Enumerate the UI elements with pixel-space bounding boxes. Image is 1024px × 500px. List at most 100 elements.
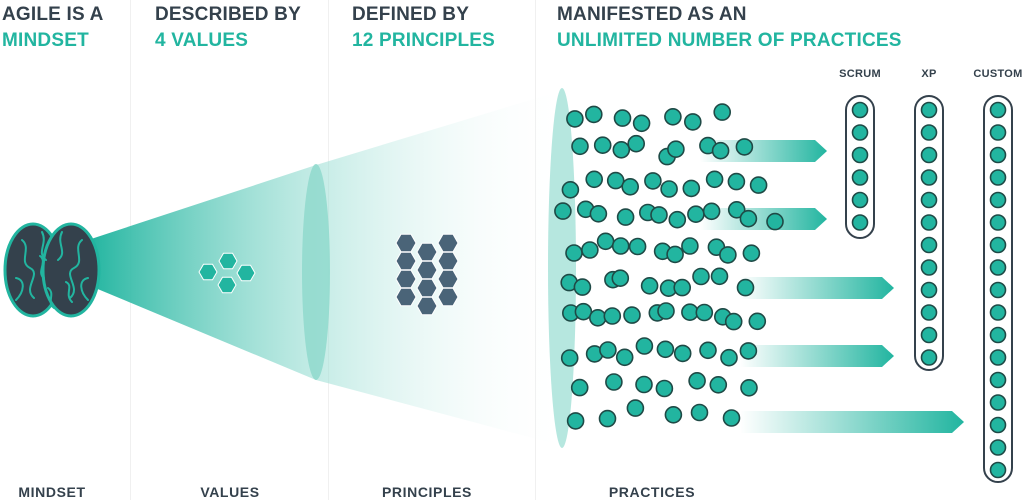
principle-hexagon-icon (416, 278, 438, 298)
arrow-xp-2 (740, 345, 894, 367)
practice-dot-icon (593, 136, 612, 154)
practice-dot-icon (681, 303, 699, 322)
principles-hexagon-grid (395, 233, 459, 316)
practice-dot-icon (664, 405, 683, 424)
practice-dot-icon (570, 378, 589, 397)
practice-dot-icon (687, 205, 705, 223)
practice-dot-icon (722, 409, 741, 427)
practice-dot-icon (727, 172, 746, 191)
principle-hexagon-icon (395, 287, 417, 307)
practice-dot-icon (719, 246, 737, 264)
practice-dot-icon (621, 178, 640, 196)
framework-label-scrum: SCRUM (839, 68, 881, 80)
framework-practice-dot-icon (920, 169, 938, 186)
practice-dot-icon (650, 206, 668, 224)
practice-dot-icon (695, 303, 714, 322)
principle-hexagon-icon (416, 296, 438, 316)
values-hexagon-cluster (198, 252, 256, 294)
practice-dot-icon (573, 278, 592, 296)
framework-label-xp: XP (921, 68, 937, 80)
practice-dot-icon (616, 208, 635, 226)
practice-dot-icon (571, 137, 589, 156)
framework-practice-dot-icon (851, 191, 869, 209)
principle-hexagon-icon (395, 269, 417, 289)
practice-dot-icon (584, 105, 603, 124)
framework-practice-dot-icon (920, 281, 938, 299)
practice-dot-icon (585, 170, 604, 189)
practice-dot-icon (596, 232, 615, 251)
framework-practice-dot-icon (989, 281, 1007, 299)
practice-dot-icon (709, 375, 728, 394)
practice-dot-icon (566, 412, 585, 430)
value-hexagon-icon (218, 252, 238, 270)
arrow-xp-1 (740, 277, 894, 299)
principle-hexagon-icon (416, 242, 438, 262)
framework-practice-dot-icon (920, 326, 938, 344)
framework-practice-dot-icon (989, 371, 1007, 389)
practice-dot-icon (644, 172, 662, 190)
heading-principles: DEFINED BY 12 PRINCIPLES (352, 2, 495, 54)
practice-dot-icon (656, 340, 675, 359)
principle-hexagon-icon (437, 269, 459, 289)
principle-hexagon-icon (437, 251, 459, 271)
framework-practice-dot-icon (851, 146, 869, 164)
arrow-scrum-1 (700, 140, 827, 162)
practice-dot-icon (748, 312, 767, 331)
principle-hexagon-icon (395, 233, 417, 253)
practice-dot-icon (589, 205, 608, 223)
practice-dot-icon (666, 245, 684, 264)
practice-dot-icon (635, 337, 654, 355)
practice-dot-icon (681, 237, 699, 255)
practice-dot-icon (605, 373, 623, 391)
practice-dot-icon (749, 176, 768, 194)
heading-principles-line1: DEFINED BY (352, 4, 470, 25)
value-hexagon-icon (236, 264, 256, 282)
principle-hexagon-icon (395, 251, 417, 271)
framework-practice-dot-icon (851, 124, 869, 141)
capsule-dots (851, 101, 1007, 479)
practice-dot-icon (664, 108, 682, 126)
practice-dots (554, 103, 784, 430)
practice-dot-icon (705, 170, 724, 189)
value-hexagon-icon (217, 276, 237, 294)
heading-mindset-line1: AGILE IS A (2, 4, 104, 25)
practice-dot-icon (720, 348, 738, 367)
practice-dot-icon (611, 237, 630, 255)
practice-dot-icon (561, 181, 580, 199)
framework-practice-dot-icon (989, 146, 1007, 164)
practice-dot-icon (735, 138, 754, 156)
heading-mindset-line2: MINDSET (2, 30, 89, 51)
practice-dot-icon (673, 344, 692, 363)
practice-dot-icon (566, 110, 584, 128)
principle-hexagon-icon (416, 260, 438, 280)
framework-practice-dot-icon (920, 259, 938, 276)
practice-dot-icon (713, 103, 732, 121)
framework-practice-dot-icon (989, 214, 1007, 231)
practice-dot-icon (702, 202, 721, 221)
practice-dot-icon (724, 312, 743, 331)
practice-dot-icon (660, 180, 678, 198)
heading-practices-line1: MANIFESTED AS AN (557, 4, 747, 25)
practice-dot-icon (588, 308, 607, 327)
practice-dot-icon (615, 348, 634, 367)
practice-dot-icon (613, 109, 632, 127)
practice-dot-icon (668, 210, 687, 229)
practice-dot-icon (627, 134, 646, 153)
practice-dot-icon (603, 307, 622, 325)
practice-dot-icon (710, 267, 729, 286)
framework-practice-dot-icon (989, 169, 1007, 186)
value-hexagon-icon (198, 263, 218, 281)
practice-dot-icon (742, 244, 761, 262)
practice-dot-icon (611, 269, 630, 288)
heading-values-line2: 4 VALUES (155, 30, 249, 51)
framework-practice-dot-icon (989, 101, 1007, 119)
practice-dot-icon (692, 267, 710, 286)
principle-hexagon-icon (437, 287, 459, 307)
practice-dot-icon (739, 342, 758, 360)
practice-dot-icon (740, 378, 758, 397)
heading-principles-line2: 12 PRINCIPLES (352, 30, 496, 51)
framework-practice-dot-icon (989, 349, 1007, 366)
framework-practice-dot-icon (989, 461, 1007, 479)
practice-dot-icon (736, 278, 755, 297)
